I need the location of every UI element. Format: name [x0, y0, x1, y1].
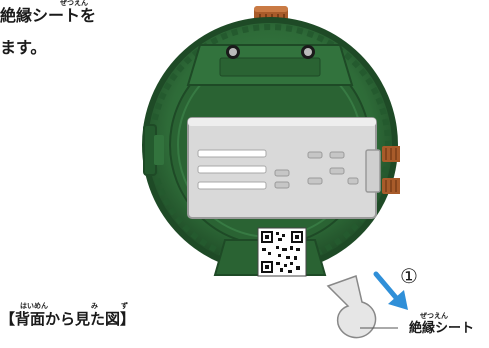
- caption-ruby-1: はいめん: [20, 302, 48, 310]
- figure-caption: 【背面から見た図】: [0, 310, 136, 328]
- label-ruby: ぜつえん: [420, 312, 448, 320]
- insulation-sheet: [326, 275, 398, 339]
- side-clips: [382, 146, 400, 194]
- instruction-ruby: ぜつえん: [60, 0, 88, 7]
- qr-code-icon: [257, 227, 307, 277]
- instruction-line-2: ます。: [0, 38, 47, 57]
- insulation-sheet-label: 絶縁シート: [409, 321, 475, 336]
- caption-ruby-2: み: [91, 302, 98, 310]
- instruction-line-1: 絶縁シートを: [0, 6, 97, 25]
- battery-cover: [187, 117, 381, 219]
- step-number: ①: [400, 264, 418, 288]
- caption-ruby-3: ず: [121, 302, 128, 310]
- device-back-illustration: [142, 6, 400, 277]
- down-right-arrow-icon: [373, 271, 408, 310]
